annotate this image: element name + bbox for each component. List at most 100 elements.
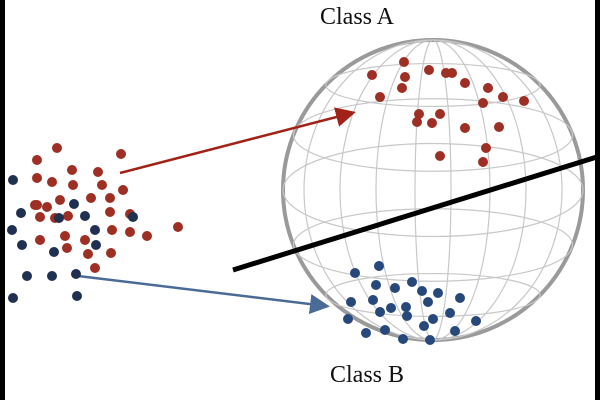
class-b-input-point xyxy=(128,212,138,222)
sphere-latitude-line xyxy=(282,142,584,238)
class-b-input-point xyxy=(8,175,18,185)
class-a-point xyxy=(478,98,488,108)
class-a-point xyxy=(435,109,445,119)
class-b-point xyxy=(417,286,427,296)
class-b-point xyxy=(445,308,455,318)
class-a-input-point xyxy=(80,235,90,245)
class-b-input-point xyxy=(69,199,79,209)
class-b-input-point xyxy=(90,225,100,235)
class-a-point xyxy=(414,109,424,119)
sphere-points xyxy=(343,57,529,345)
class-a-input-point xyxy=(35,212,45,222)
class-b-point xyxy=(471,316,481,326)
class-b-point xyxy=(401,302,411,312)
class-a-input-point xyxy=(107,225,117,235)
class-b-point xyxy=(361,328,371,338)
class-a-input-point xyxy=(142,231,152,241)
class-b-point xyxy=(371,280,381,290)
class-a-input-point xyxy=(90,263,100,273)
class-b-point xyxy=(374,261,384,271)
class-a-point xyxy=(447,68,457,78)
class-a-input-point xyxy=(105,193,115,203)
sphere-latitude-line xyxy=(292,98,574,172)
arrow-to-class-a xyxy=(119,107,356,175)
class-a-point xyxy=(427,118,437,128)
class-a-point xyxy=(397,83,407,93)
class-b-point xyxy=(350,268,360,278)
class-b-point xyxy=(450,326,460,336)
class-a-input-point xyxy=(42,202,52,212)
class-b-point xyxy=(380,325,390,335)
class-a-point xyxy=(375,92,385,102)
class-b-input-point xyxy=(17,240,27,250)
class-b-label: Class B xyxy=(330,362,405,388)
decision-boundary-line xyxy=(232,153,600,273)
class-a-input-point xyxy=(93,167,103,177)
class-b-point xyxy=(346,297,356,307)
class-b-input-point xyxy=(8,293,18,303)
class-a-input-point xyxy=(105,207,115,217)
class-a-input-point xyxy=(173,222,183,232)
class-b-input-point xyxy=(54,213,64,223)
class-a-point xyxy=(424,65,434,75)
arrows xyxy=(77,107,356,315)
class-a-input-point xyxy=(67,165,77,175)
class-a-point xyxy=(435,151,445,161)
class-a-point xyxy=(478,157,488,167)
sphere-outline xyxy=(281,38,585,342)
class-a-point xyxy=(498,92,508,102)
class-b-input-point xyxy=(47,271,57,281)
class-b-point xyxy=(428,314,438,324)
class-a-input-point xyxy=(60,231,70,241)
class-a-point xyxy=(460,78,470,88)
class-a-input-point xyxy=(68,180,78,190)
class-b-point xyxy=(368,295,378,305)
class-b-input-point xyxy=(71,269,81,279)
class-b-input-point xyxy=(72,291,82,301)
class-b-point xyxy=(419,321,429,331)
class-a-input-point xyxy=(32,173,42,183)
class-b-point xyxy=(423,297,433,307)
class-a-point xyxy=(412,117,422,127)
class-a-input-point xyxy=(116,149,126,159)
class-a-input-point xyxy=(32,200,42,210)
class-a-input-point xyxy=(32,155,42,165)
class-a-input-point xyxy=(86,193,96,203)
class-b-point xyxy=(425,335,435,345)
class-a-point xyxy=(519,96,529,106)
class-b-point xyxy=(433,288,443,298)
class-a-point xyxy=(483,83,493,93)
class-b-input-point xyxy=(22,271,32,281)
class-b-point xyxy=(390,283,400,293)
class-b-input-point xyxy=(80,211,90,221)
class-a-input-point xyxy=(52,143,62,153)
input-points xyxy=(7,143,183,303)
class-a-input-point xyxy=(118,185,128,195)
sphere-latitude-line xyxy=(325,62,541,108)
class-b-point xyxy=(407,277,417,287)
class-b-point xyxy=(455,293,465,303)
class-a-input-point xyxy=(97,180,107,190)
class-a-input-point xyxy=(35,235,45,245)
class-a-input-point xyxy=(106,248,116,258)
class-a-point xyxy=(367,70,377,80)
sphere xyxy=(281,38,585,342)
class-b-point xyxy=(402,311,412,321)
class-a-input-point xyxy=(55,195,65,205)
class-a-point xyxy=(494,122,504,132)
class-b-input-point xyxy=(49,247,59,257)
arrow-to-class-b xyxy=(77,274,330,315)
class-b-input-point xyxy=(91,240,101,250)
class-b-input-point xyxy=(16,208,26,218)
class-a-input-point xyxy=(47,177,57,187)
class-b-point xyxy=(386,303,396,313)
class-a-input-point xyxy=(63,211,73,221)
class-b-point xyxy=(398,334,408,344)
class-a-label: Class A xyxy=(320,4,395,30)
class-b-input-point xyxy=(7,225,17,235)
class-a-point xyxy=(400,72,410,82)
class-a-point xyxy=(460,123,470,133)
class-a-input-point xyxy=(62,243,72,253)
